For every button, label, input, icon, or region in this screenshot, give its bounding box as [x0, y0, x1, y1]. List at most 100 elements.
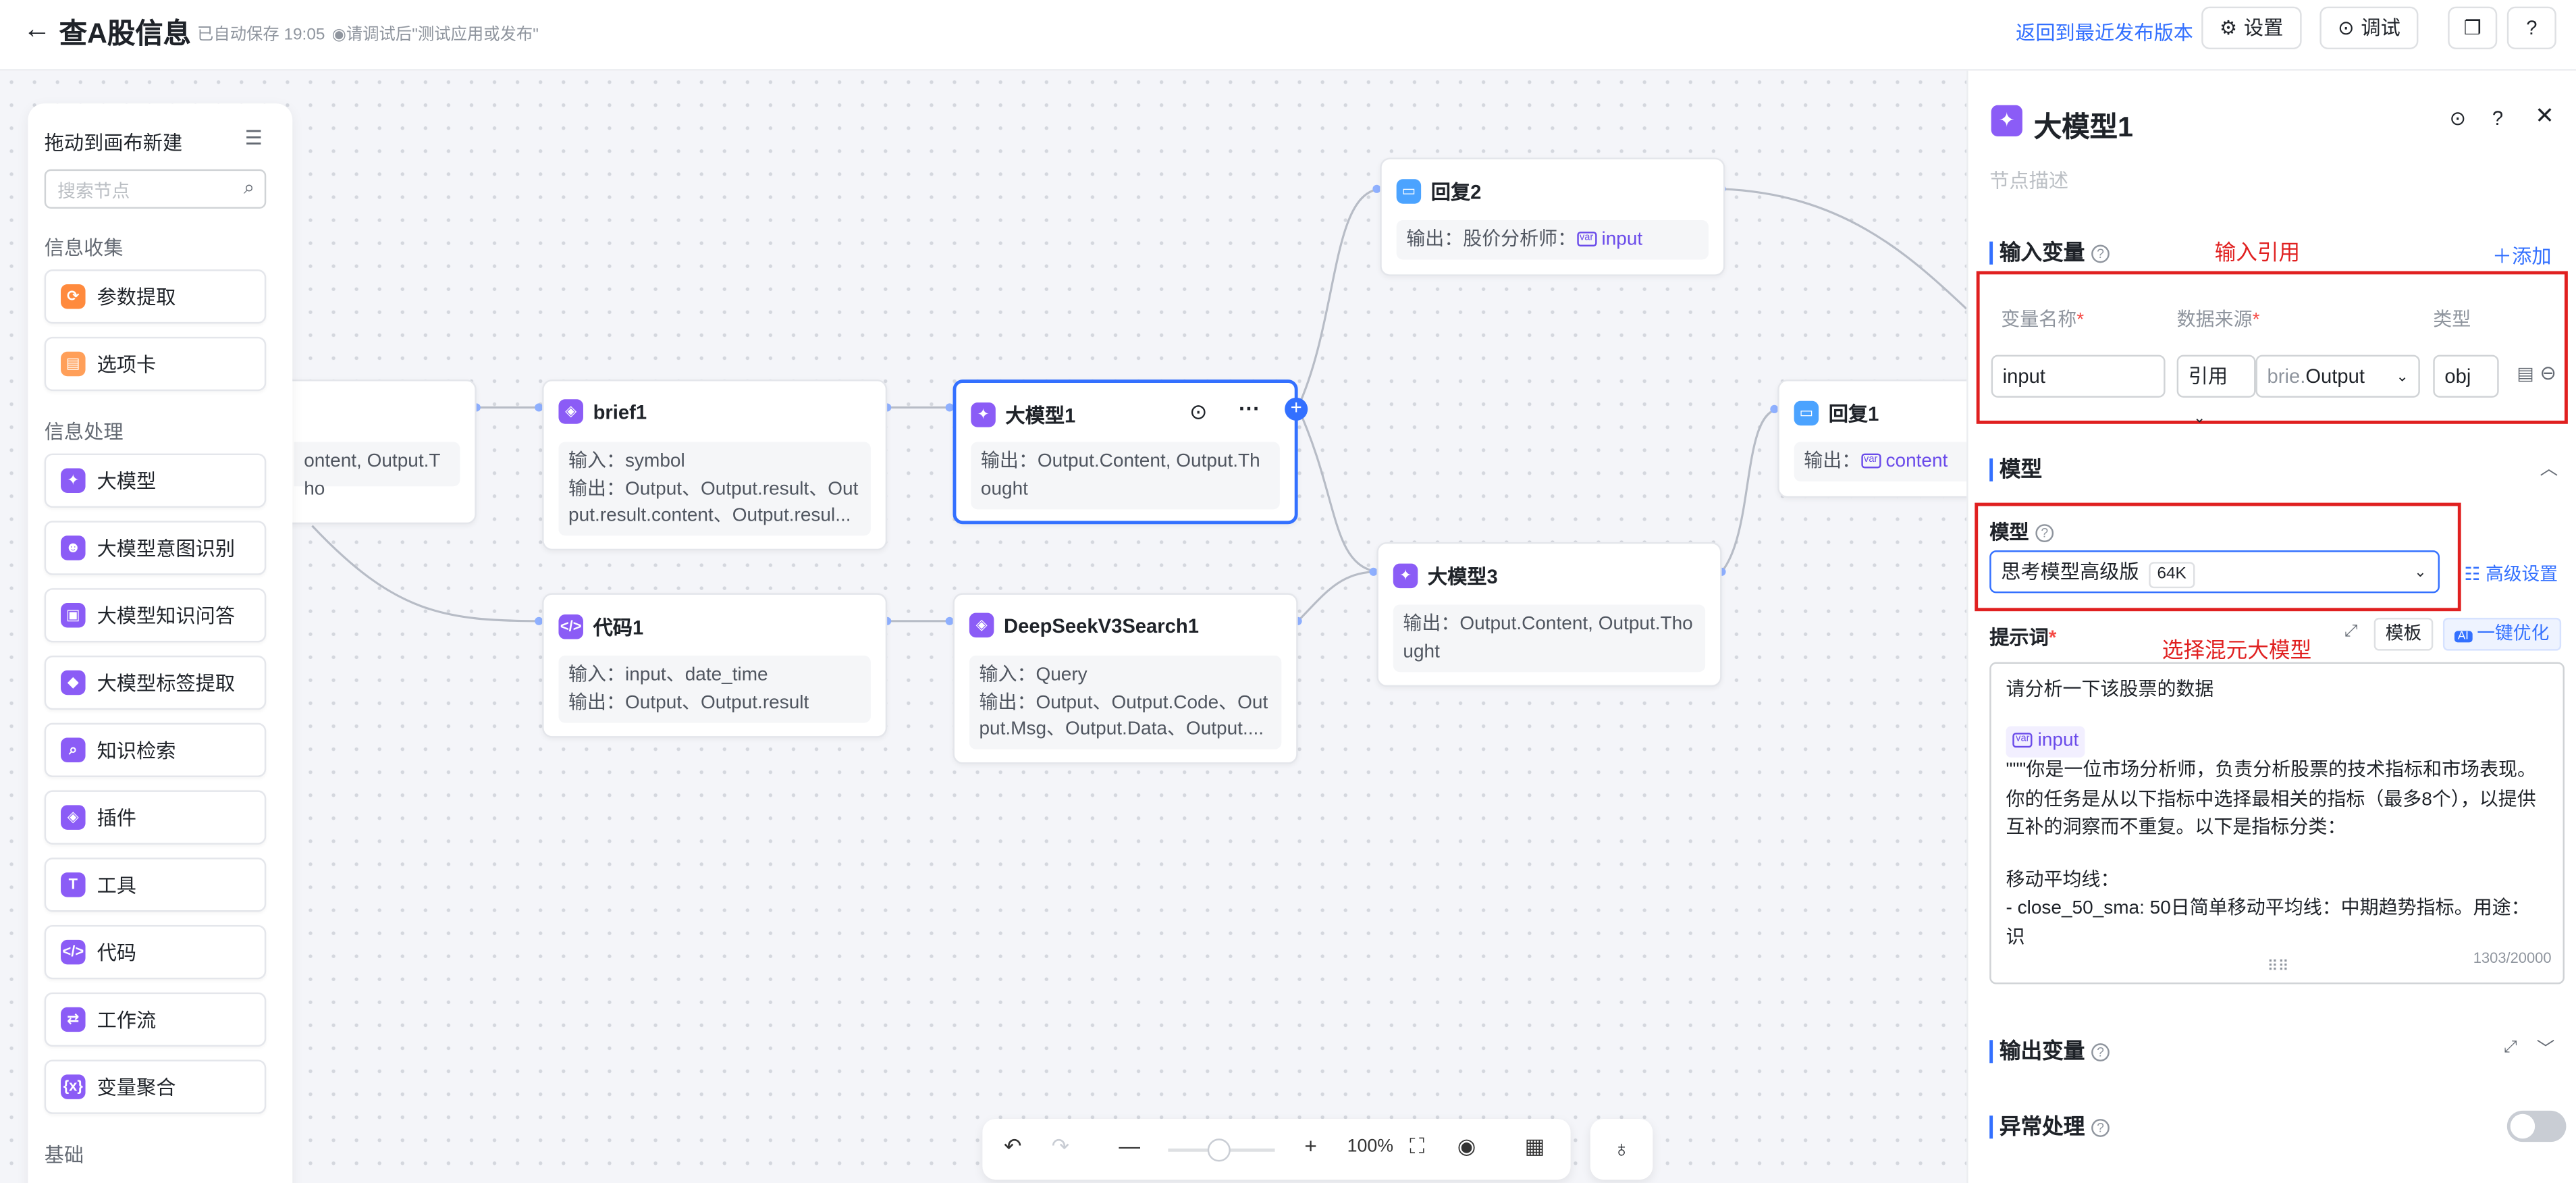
edge: [1721, 188, 1967, 310]
node-llm1[interactable]: ✦大模型1 ⊙ ··· 输出：Output.Content, Output.Th…: [952, 379, 1308, 525]
chevron-down-icon: ⌄: [2396, 368, 2409, 385]
header: ← 查A股信息 已自动保存 19:05 ◉请调试后"测试应用或发布" 返回到最近…: [0, 0, 2576, 71]
model-section-title: 模型: [1989, 458, 2042, 481]
advanced-settings-link[interactable]: ☷ 高级设置: [2464, 565, 2558, 585]
var-name-input[interactable]: input: [1991, 354, 2166, 398]
chevron-down-icon: ⌄: [2414, 563, 2427, 580]
node-item-options[interactable]: ▤选项卡: [44, 336, 267, 392]
source-mode-select[interactable]: 引用⌄: [2176, 354, 2256, 425]
node-llm3[interactable]: ✦大模型3 输出：Output.Content, Output.Thought: [1376, 542, 1722, 687]
source-value-select[interactable]: brie.Output⌄: [2255, 354, 2420, 398]
workflow-icon: ⇄: [61, 1007, 86, 1032]
plugin-icon: ◈: [969, 612, 994, 638]
redo-icon[interactable]: ↷: [1051, 1133, 1070, 1159]
context-badge: 64K: [2149, 562, 2195, 589]
type-select[interactable]: obj: [2433, 354, 2499, 398]
undo-icon[interactable]: ↶: [1003, 1133, 1022, 1159]
debug-button[interactable]: ⊙调试: [2319, 6, 2419, 49]
node-input: 输入：Query: [979, 665, 1088, 685]
node-item-tag[interactable]: ◆大模型标签提取: [44, 655, 267, 710]
zoom-slider-handle[interactable]: [1207, 1138, 1231, 1162]
settings-button[interactable]: ⚙设置: [2201, 6, 2302, 49]
node-output: 输出：Output、Output.result: [568, 692, 809, 712]
node-item-retrieval[interactable]: ⌕知识检索: [44, 722, 267, 777]
sparkle-icon: ✦: [1393, 563, 1418, 589]
zoom-in-icon[interactable]: +: [1304, 1133, 1317, 1159]
expand-icon[interactable]: ⤢: [2503, 1038, 2517, 1057]
reply-icon: ▭: [1794, 400, 1819, 426]
edge: [1297, 188, 1380, 409]
node-item-code[interactable]: </>代码: [44, 924, 267, 980]
canvas-toolbar: ↶ ↷ — + 100% ⛶ ◉ ▦: [982, 1119, 1571, 1180]
section-title: 基础: [44, 1143, 84, 1167]
node-item-aggregate[interactable]: {x}变量聚合: [44, 1059, 267, 1114]
section-title: 信息收集: [44, 236, 124, 260]
edge: [1297, 571, 1377, 622]
node-item-param-extract[interactable]: ⟳参数提取: [44, 269, 267, 324]
add-variable-button[interactable]: ＋添加: [2492, 244, 2552, 268]
variable-icon: {x}: [61, 1074, 86, 1099]
lightbulb-icon[interactable]: ♁: [1590, 1119, 1653, 1180]
debug-notice: ◉请调试后"测试应用或发布": [331, 26, 539, 45]
optimize-button[interactable]: AI 一键优化: [2442, 617, 2561, 651]
highlight-box: [1975, 502, 2461, 612]
template-button[interactable]: 模板: [2373, 617, 2434, 651]
copy-icon[interactable]: ❐: [2448, 6, 2498, 49]
search-input[interactable]: 搜索节点⌕: [44, 169, 267, 209]
node-item-llm[interactable]: ✦大模型: [44, 453, 267, 508]
document-icon[interactable]: ▤: [2517, 365, 2534, 385]
more-icon[interactable]: ···: [1239, 396, 1260, 421]
node-item-qa[interactable]: ▣大模型知识问答: [44, 588, 267, 643]
edge: [311, 525, 543, 623]
node-output: 输出：Output、Output.Code、Output.Msg、Output.…: [979, 692, 1268, 739]
node-output: ontent, Output.Tho: [294, 442, 460, 499]
help-icon[interactable]: ?: [2506, 6, 2556, 49]
code-icon: </>: [558, 614, 583, 639]
search-icon: ⌕: [61, 737, 86, 763]
prompt-label: 提示词*: [1989, 626, 2057, 650]
node-item-plugin[interactable]: ◈插件: [44, 790, 267, 845]
help-icon[interactable]: ?: [2492, 107, 2504, 130]
chevron-down-icon[interactable]: ﹀: [2536, 1040, 2555, 1060]
run-icon[interactable]: ⊙: [2449, 107, 2467, 130]
resize-handle[interactable]: ⠿⠿: [2267, 957, 2289, 974]
sparkle-icon: ✦: [61, 468, 86, 493]
exception-toggle[interactable]: [2506, 1110, 2567, 1142]
page-title: 查A股信息: [59, 18, 191, 49]
search-icon: ⌕: [243, 176, 255, 199]
restore-version-link[interactable]: 返回到最近发布版本: [2016, 21, 2194, 45]
close-icon[interactable]: ✕: [2535, 101, 2554, 128]
char-counter: 1303/20000: [2473, 949, 2552, 966]
layout-icon[interactable]: ▦: [1524, 1133, 1545, 1159]
node-output: 输出：Output、Output.result、Output.result.co…: [568, 479, 859, 526]
col-name-label: 变量名称*: [2001, 310, 2085, 331]
back-arrow-icon[interactable]: ←: [23, 13, 51, 45]
add-node-icon[interactable]: +: [1285, 397, 1308, 421]
collapse-icon[interactable]: ☰: [244, 126, 263, 150]
description-input[interactable]: 节点描述: [1989, 169, 2069, 192]
help-icon: ?: [2035, 525, 2054, 543]
eye-icon[interactable]: ◉: [1457, 1133, 1476, 1159]
chevron-up-icon[interactable]: ︿: [2540, 460, 2558, 480]
node-item-intent[interactable]: ☻大模型意图识别: [44, 521, 267, 575]
autosave-status: 已自动保存 19:05: [197, 26, 325, 45]
expand-icon[interactable]: ⤢: [2344, 623, 2358, 641]
remove-icon[interactable]: ⊖: [2540, 361, 2556, 385]
help-icon: ?: [2091, 1043, 2110, 1062]
zoom-out-icon[interactable]: —: [1119, 1133, 1140, 1159]
run-node-icon[interactable]: ⊙: [1189, 399, 1208, 424]
fit-view-icon[interactable]: ⛶: [1410, 1133, 1425, 1159]
node-item-workflow[interactable]: ⇄工作流: [44, 992, 267, 1047]
code-icon: </>: [61, 939, 86, 965]
info-icon: ◉: [331, 26, 346, 45]
annotation-input-ref: 输入引用: [2214, 240, 2301, 265]
qa-icon: ▣: [61, 603, 86, 628]
